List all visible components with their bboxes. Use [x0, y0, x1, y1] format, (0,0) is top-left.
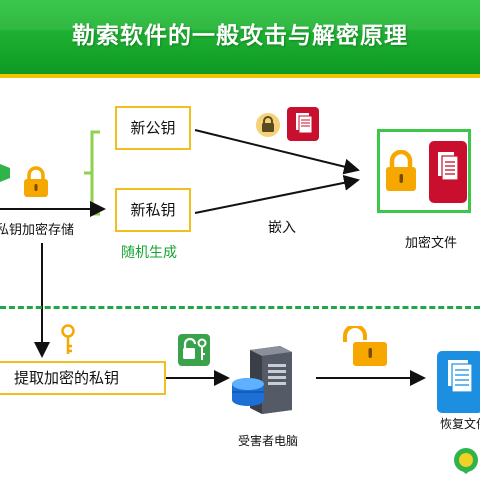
partial-green-icon: [0, 164, 10, 182]
encrypt-store-label: 私钥加密存储: [0, 223, 75, 238]
title-banner: 勒索软件的一般攻击与解密原理: [0, 0, 480, 78]
small-lock-icon: [256, 113, 280, 137]
encrypted-file-label: 加密文件: [405, 236, 458, 251]
unlock-key-icon: [178, 334, 210, 366]
embed-label: 嵌入: [268, 220, 296, 236]
arrow-private-to-file: [194, 174, 360, 214]
new-public-key-box: 新公钥: [115, 106, 191, 150]
new-private-key-label: 新私钥: [130, 201, 176, 219]
banner-highlight: [0, 0, 480, 30]
new-private-key-box: 新私钥: [115, 188, 191, 232]
server-icon: [232, 346, 292, 414]
random-generated-label: 随机生成: [121, 245, 177, 261]
small-document-icon: [287, 107, 319, 141]
section-divider: [0, 306, 480, 309]
unlocked-lock-icon: [343, 326, 387, 366]
green-logo-icon: [454, 448, 478, 474]
lock-icon: [24, 166, 48, 197]
key-icon: [61, 324, 75, 354]
key-group-bracket: [84, 130, 100, 216]
restore-file-label: 恢复文件: [440, 417, 480, 431]
lock-icon: [386, 150, 416, 191]
new-public-key-label: 新公钥: [130, 119, 176, 137]
restored-document-icon: [437, 351, 480, 413]
victim-computer-label: 受害者电脑: [238, 434, 299, 448]
extract-private-key-box: 提取加密的私钥: [0, 361, 166, 395]
document-icon: [429, 141, 467, 203]
extract-private-key-label: 提取加密的私钥: [14, 369, 120, 387]
arrow-public-to-file: [194, 129, 360, 175]
page-title: 勒索软件的一般攻击与解密原理: [72, 23, 408, 49]
